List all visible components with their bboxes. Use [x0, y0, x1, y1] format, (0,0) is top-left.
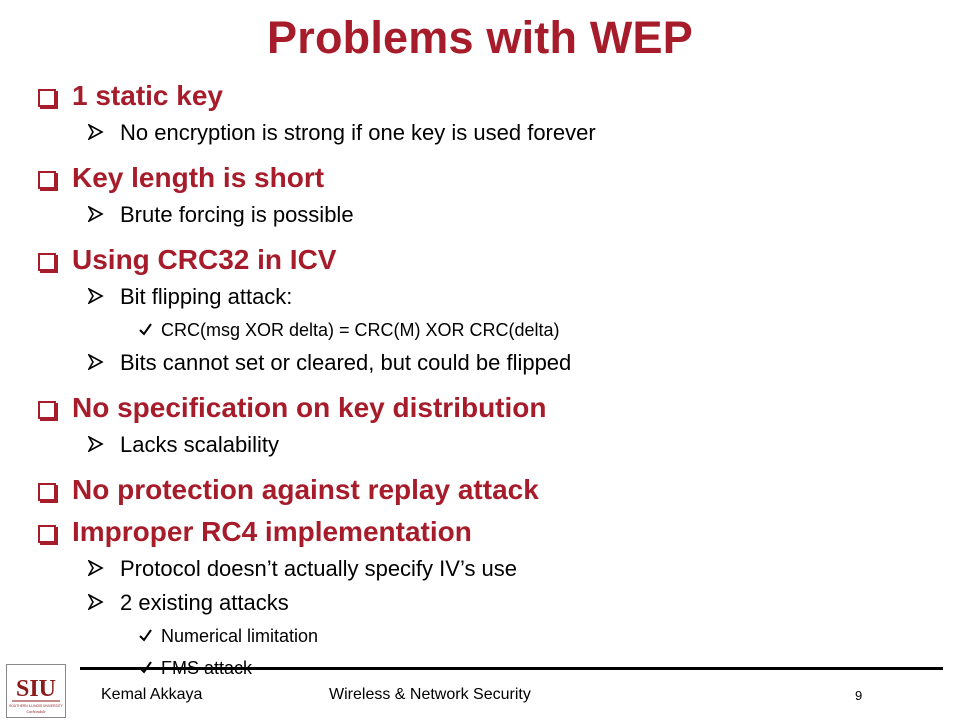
checkbox-bullet-icon	[38, 483, 56, 501]
bullet-text: Using CRC32 in ICV	[72, 244, 337, 275]
bullet-text: Lacks scalability	[120, 432, 279, 457]
logo-letters: SIU	[16, 676, 56, 702]
bullet-text: Bits cannot set or cleared, but could be…	[120, 350, 572, 375]
bullet-level3: CRC(msg XOR delta) = CRC(M) XOR CRC(delt…	[139, 314, 938, 346]
bullet-level3: Numerical limitation	[139, 620, 938, 652]
checkbox-bullet-icon	[38, 253, 56, 271]
bullet-level2: Brute forcing is possible	[88, 198, 938, 232]
bullet-text: 1 static key	[72, 80, 223, 111]
bullet-text: No encryption is strong if one key is us…	[120, 120, 596, 145]
arrow-bullet-icon	[88, 354, 112, 370]
checkmark-bullet-icon	[139, 323, 153, 336]
footer-divider	[80, 667, 943, 670]
bullet-text: Bit flipping attack:	[120, 284, 293, 309]
arrow-bullet-icon	[88, 124, 112, 140]
bullet-level2: No encryption is strong if one key is us…	[88, 116, 938, 150]
bullet-level1: Key length is short	[38, 158, 938, 198]
bullet-level1: 1 static key	[38, 76, 938, 116]
bullet-level2: Protocol doesn’t actually specify IV’s u…	[88, 552, 938, 586]
arrow-bullet-icon	[88, 594, 112, 610]
slide-title: Problems with WEP	[267, 12, 693, 63]
bullet-text: CRC(msg XOR delta) = CRC(M) XOR CRC(delt…	[161, 320, 560, 340]
bullet-level1: Improper RC4 implementation	[38, 512, 938, 552]
checkbox-bullet-icon	[38, 171, 56, 189]
arrow-bullet-icon	[88, 288, 112, 304]
bullet-level2: Bit flipping attack:	[88, 280, 938, 314]
arrow-bullet-icon	[88, 560, 112, 576]
checkbox-bullet-icon	[38, 401, 56, 419]
bullet-level2: Bits cannot set or cleared, but could be…	[88, 346, 938, 380]
bullet-level2: 2 existing attacks	[88, 586, 938, 620]
logo-caption: SOUTHERN ILLINOIS UNIVERSITY	[9, 704, 63, 708]
checkbox-bullet-icon	[38, 525, 56, 543]
bullet-text: Protocol doesn’t actually specify IV’s u…	[120, 556, 518, 581]
arrow-bullet-icon	[88, 436, 112, 452]
bullet-text: No specification on key distribution	[72, 392, 547, 423]
bullet-text: Brute forcing is possible	[120, 202, 354, 227]
bullet-text: 2 existing attacks	[120, 590, 289, 615]
checkbox-bullet-icon	[38, 89, 56, 107]
bullet-level2: Lacks scalability	[88, 428, 938, 462]
arrow-bullet-icon	[88, 206, 112, 222]
bullet-text: Numerical limitation	[161, 626, 319, 646]
siu-logo: SIU SOUTHERN ILLINOIS UNIVERSITY Carbond…	[6, 664, 66, 718]
footer-course: Wireless & Network Security	[329, 686, 531, 703]
bullet-text: Improper RC4 implementation	[72, 516, 472, 547]
bullet-level1: Using CRC32 in ICV	[38, 240, 938, 280]
page-number: 9	[855, 688, 863, 703]
checkmark-bullet-icon	[139, 629, 153, 642]
logo-subcaption: Carbondale	[26, 709, 45, 714]
bullet-text: Key length is short	[72, 162, 325, 193]
bullet-level1: No specification on key distribution	[38, 388, 938, 428]
bullet-level1: No protection against replay attack	[38, 470, 938, 510]
bullet-text: No protection against replay attack	[72, 474, 539, 505]
footer-author: Kemal Akkaya	[101, 686, 203, 703]
bullet-list: 1 static key No encryption is strong if …	[38, 74, 938, 684]
